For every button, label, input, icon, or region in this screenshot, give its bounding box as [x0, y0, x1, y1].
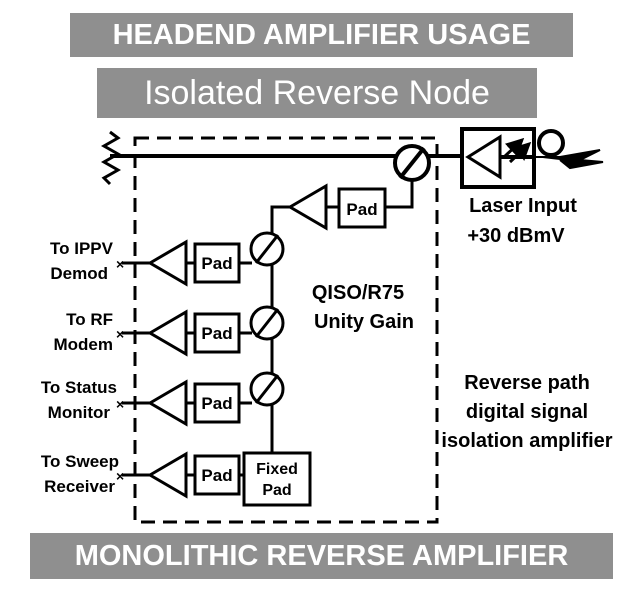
splitter-3 [249, 371, 285, 407]
pad-label: Pad [346, 200, 377, 219]
input-zigzag [100, 130, 122, 186]
output-3-line2: Monitor [48, 403, 111, 422]
splitter-1 [249, 231, 285, 267]
output-1-line2: Demod [50, 264, 108, 283]
svg-text:×: × [116, 468, 124, 484]
svg-text:×: × [116, 256, 124, 272]
output-2-line2: Modem [54, 335, 114, 354]
pad-amp-input [337, 187, 387, 229]
pad-label: Pad [201, 466, 232, 485]
svg-text:×: × [116, 326, 124, 342]
amp-branch-1 [147, 239, 188, 287]
output-1-line1: To IPPV [50, 239, 114, 258]
description-line3: isolation amplifier [441, 430, 612, 452]
svg-text:Reverse path: Reverse path [464, 372, 590, 394]
output-2-line1: To RF [66, 310, 113, 329]
amp-branch-4 [147, 451, 188, 499]
splitter-2 [249, 305, 285, 341]
output-terminals: × × × × [116, 256, 124, 484]
pad-label: Pad [201, 254, 232, 273]
subtitle-banner: Isolated Reverse Node [97, 68, 537, 118]
laser-line2: +30 dBmV [467, 225, 565, 247]
svg-text:digital signal: digital signal [466, 401, 588, 423]
footer-banner: MONOLITHIC REVERSE AMPLIFIER [30, 533, 613, 579]
svg-text:×: × [116, 396, 124, 412]
amplifier-line2: Unity Gain [314, 311, 414, 333]
output-4-line1: To Sweep [41, 452, 119, 471]
output-3-line1: To Status [41, 378, 117, 397]
amp-branch-2 [147, 309, 188, 357]
main-amp [287, 183, 328, 231]
amp-branch-3 [147, 379, 188, 427]
fixed-pad-line2: Pad [262, 482, 291, 499]
svg-text:isolation amplifier: isolation amplifier [441, 430, 612, 452]
description-line2: digital signal [466, 401, 588, 423]
pad-label: Pad [201, 324, 232, 343]
fiber-coil [537, 129, 565, 157]
pad-branch-3 [193, 382, 241, 424]
amplifier-line1: QISO/R75 [312, 282, 404, 304]
description: Reverse path Reverse path digital signal… [438, 369, 615, 455]
laser-line1: Laser Input [469, 195, 577, 217]
fixed-pad [242, 451, 312, 507]
fixed-pad-line1: Fixed [256, 461, 298, 478]
output-4-line2: Receiver [44, 477, 115, 496]
description-line1: Reverse path [464, 372, 590, 394]
pad-branch-4 [193, 454, 241, 496]
pad-label: Pad [201, 394, 232, 413]
pad-branch-1 [193, 242, 241, 284]
node-enclosure [133, 136, 439, 524]
title-banner: HEADEND AMPLIFIER USAGE [70, 13, 573, 57]
